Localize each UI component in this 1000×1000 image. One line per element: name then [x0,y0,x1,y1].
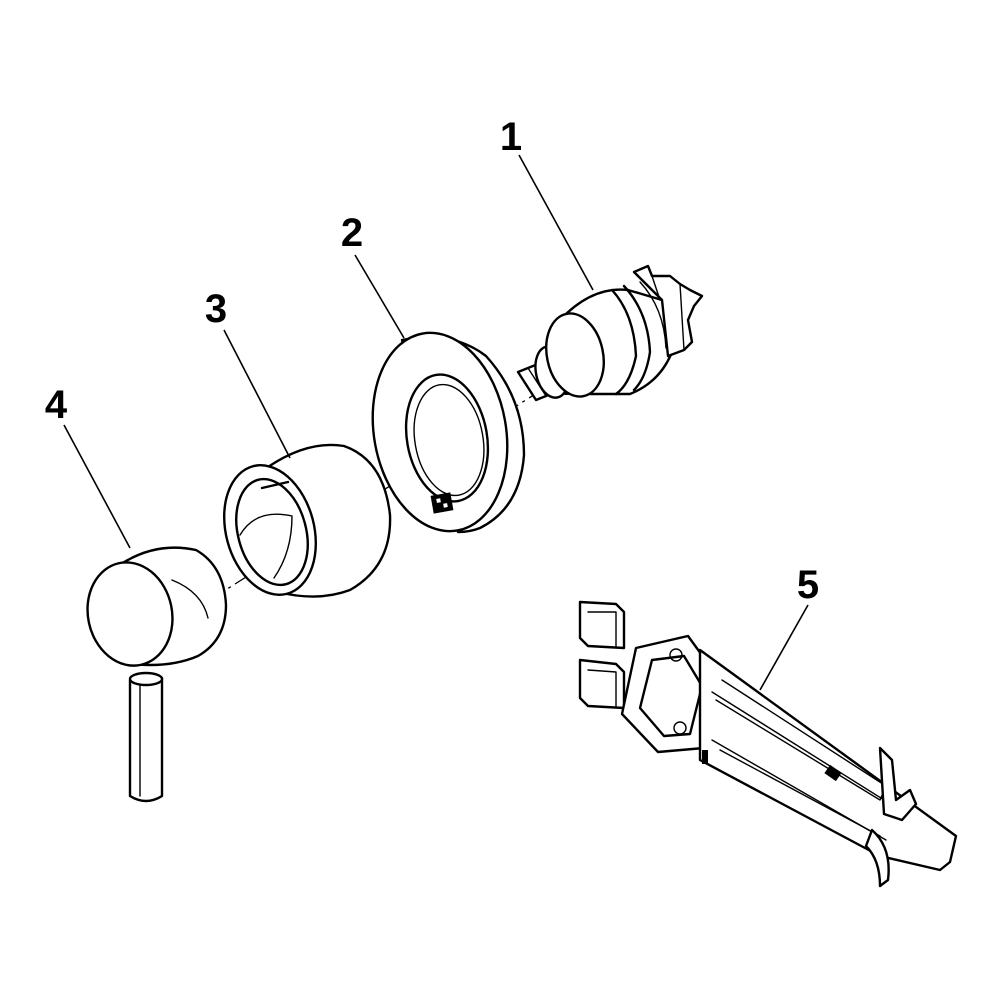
leader-line-3 [223,329,291,459]
callout-2: 2 [341,211,363,255]
leader-line-5 [759,604,809,691]
leader-line-2 [354,254,405,339]
handle-part [86,546,228,803]
callout-4: 4 [45,383,68,427]
callout-5: 5 [797,563,819,607]
leader-line-4 [63,424,131,549]
callout-3: 3 [205,287,227,331]
cartridge-part [516,264,704,402]
mounting-key-part [578,600,958,888]
leader-line-1 [518,154,594,291]
sleeve-part [222,443,392,598]
callout-1: 1 [500,115,522,159]
rosette-part [371,331,526,534]
